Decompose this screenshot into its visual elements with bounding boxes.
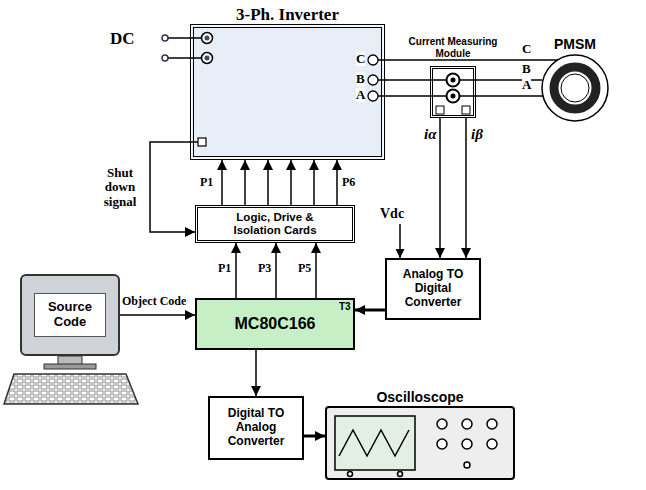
signal-label: P5 <box>298 262 311 275</box>
inverter-fill <box>192 26 383 158</box>
connector <box>355 309 385 312</box>
node-title: Oscilloscope <box>376 389 463 405</box>
node-label: Source Code <box>34 293 106 337</box>
dc-terminal <box>202 33 213 44</box>
connector <box>255 350 257 396</box>
signal-label: P6 <box>342 176 355 189</box>
dc-terminal <box>202 53 213 64</box>
node-label: Digital TO Analog Converter <box>215 407 297 448</box>
current-sensor <box>447 74 460 87</box>
connector <box>244 160 246 205</box>
sensor-output <box>462 106 470 114</box>
terminal-label: A <box>356 88 365 102</box>
knob <box>437 419 447 429</box>
pin-label: T3 <box>339 301 351 312</box>
current-sensor <box>447 90 460 103</box>
signal-label: Vdc <box>380 206 404 221</box>
phase-a-wire <box>378 95 544 97</box>
connector <box>275 243 277 298</box>
current-sensor <box>451 78 456 83</box>
phase-terminal <box>368 55 378 65</box>
signal-label: P1 <box>200 176 213 189</box>
signal-label: P1 <box>218 262 231 275</box>
terminal-label: B <box>356 72 365 86</box>
node-label: MC80C166 <box>235 315 316 333</box>
trace <box>339 430 409 456</box>
knob <box>464 462 470 468</box>
oscilloscope-screen <box>335 416 415 470</box>
connector <box>465 118 467 258</box>
knob <box>487 419 497 429</box>
motor-stator <box>554 67 596 109</box>
monitor-base <box>44 364 96 369</box>
motor-housing <box>542 55 608 121</box>
phase-terminal <box>368 75 378 85</box>
dc-terminal <box>205 36 210 41</box>
dc-wire <box>168 37 202 39</box>
terminal-label: B <box>522 62 531 76</box>
terminal-label: A <box>522 78 531 92</box>
oscilloscope-body <box>327 408 513 478</box>
knob <box>487 439 497 449</box>
current-sensor <box>451 94 456 99</box>
knobs <box>348 419 498 477</box>
connector <box>476 79 542 81</box>
connector <box>267 160 269 205</box>
connector <box>315 243 317 298</box>
dc-terminal <box>162 35 168 41</box>
oscilloscope-box: Oscilloscope <box>325 406 515 480</box>
terminal-label: C <box>356 52 365 66</box>
node-label: Logic, Drive & Isolation Cards <box>216 211 334 237</box>
node-title: Current Measuring Module <box>408 36 498 59</box>
microcontroller-box: MC80C166 <box>195 298 355 350</box>
terminal-label: C <box>522 42 531 56</box>
signal-label: P3 <box>258 262 271 275</box>
current-module: Current Measuring Module <box>430 66 476 118</box>
keyboard <box>4 374 138 404</box>
signal-label: Shut down signal <box>94 166 146 209</box>
node-title: PMSM <box>554 36 596 52</box>
connector <box>336 160 338 205</box>
connector <box>150 142 195 232</box>
supply-label: DC <box>110 30 135 49</box>
phase-terminal <box>368 91 378 101</box>
dc-wire <box>168 57 202 59</box>
dac-box: Digital TO Analog Converter <box>208 396 304 460</box>
connector <box>439 118 441 258</box>
vdc-arrow <box>399 224 401 258</box>
motor-rotor <box>561 74 589 102</box>
signal-label: iα <box>424 126 436 143</box>
signal-label: iβ <box>471 126 483 143</box>
sensor-output <box>436 106 444 114</box>
connector <box>304 435 325 438</box>
node-label: Analog TO Digital Converter <box>392 268 474 309</box>
knob <box>398 472 403 477</box>
knob <box>437 439 447 449</box>
knob <box>348 472 353 477</box>
node-title: 3-Ph. Inverter <box>236 5 339 25</box>
dc-terminal <box>162 55 168 61</box>
connector <box>221 160 223 205</box>
motor-circle: PMSM <box>542 55 608 121</box>
adc-box: Analog TO Digital Converter <box>385 258 481 320</box>
phase-c-wire <box>378 59 558 61</box>
connector <box>313 160 315 205</box>
knob <box>462 419 472 429</box>
connector <box>120 314 195 316</box>
knob <box>462 439 472 449</box>
computer-monitor: Source Code <box>20 274 120 356</box>
dc-terminal <box>205 56 210 61</box>
signal-label: Object Code <box>122 295 186 308</box>
connector <box>290 160 292 205</box>
connector <box>235 243 237 298</box>
shutdown-terminal <box>198 138 206 146</box>
connector <box>385 79 430 81</box>
driver-box: Logic, Drive & Isolation Cards <box>195 205 355 243</box>
